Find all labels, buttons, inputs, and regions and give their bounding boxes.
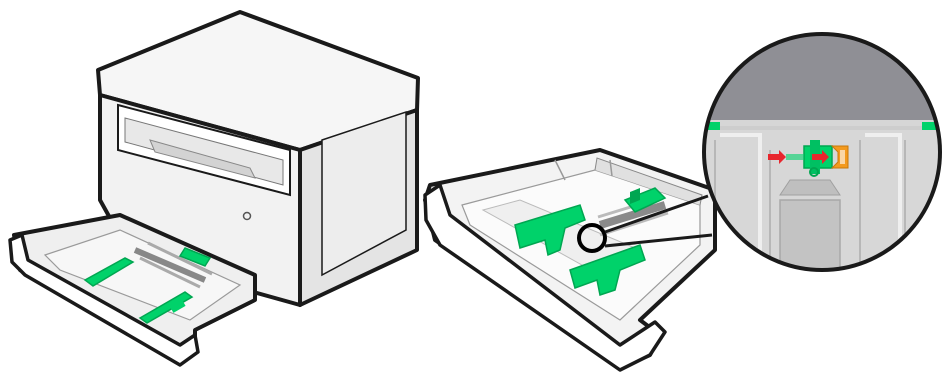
printer-illustration xyxy=(10,12,418,365)
tray-illustration xyxy=(425,150,715,370)
